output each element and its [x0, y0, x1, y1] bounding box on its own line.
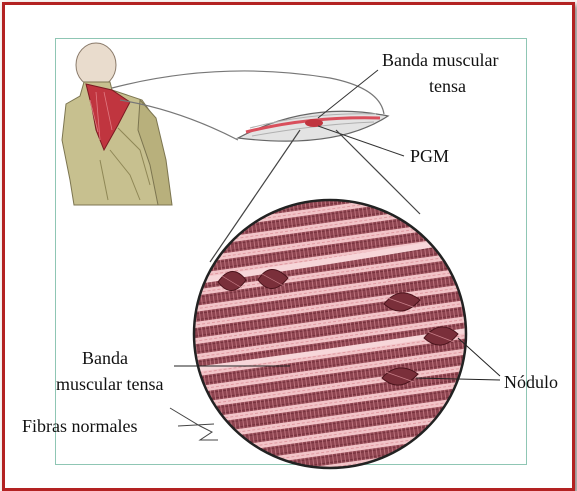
- label-muscular-tensa-left: muscular tensa: [56, 372, 163, 396]
- human-back-icon: [62, 43, 172, 205]
- label-nodulo: Nódulo: [504, 370, 558, 394]
- label-banda-left: Banda: [82, 346, 128, 370]
- label-banda-muscular-top: Banda muscular: [382, 48, 498, 72]
- magnified-fibers-icon: [180, 190, 480, 490]
- label-tensa-top: tensa: [429, 74, 466, 98]
- label-fibras-normales: Fibras normales: [22, 414, 137, 438]
- muscle-band-icon: [238, 111, 388, 141]
- label-pgm: PGM: [410, 144, 449, 168]
